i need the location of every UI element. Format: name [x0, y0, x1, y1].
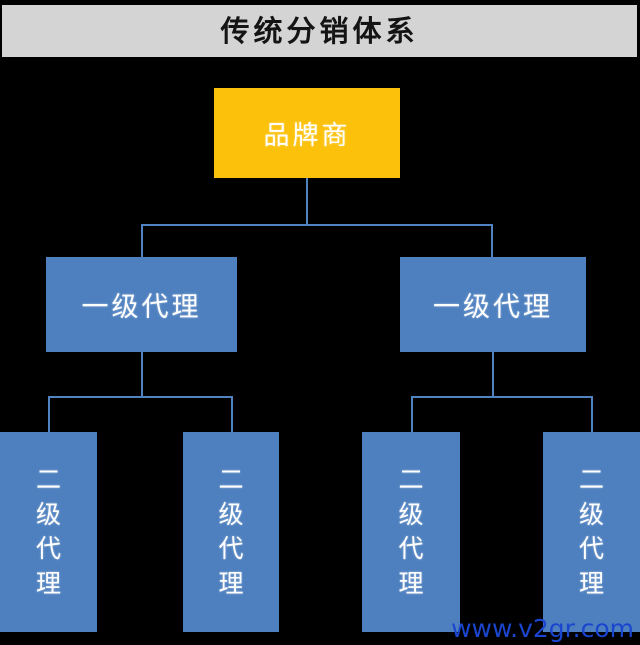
connector-level1-bus	[141, 224, 493, 226]
node-tier2-agent-3[interactable]: 二 级 代 理	[362, 432, 460, 632]
node-tier2-agent-4-char-3: 代	[578, 534, 604, 563]
node-tier2-agent-1-char-3: 代	[35, 534, 61, 563]
node-tier2-agent-4-char-4: 理	[578, 568, 604, 598]
title-banner: 传统分销体系	[2, 5, 637, 57]
node-tier2-agent-2-char-4: 理	[218, 568, 244, 598]
page-title: 传统分销体系	[220, 13, 419, 48]
node-tier2-agent-1-char-1: 二	[35, 465, 61, 494]
node-tier2-agent-4-char-1: 二	[578, 465, 604, 494]
connector-tier2-right-bus	[411, 396, 593, 398]
node-tier2-agent-3-char-3: 代	[398, 534, 424, 563]
node-tier2-agent-3-label: 二 级 代 理	[398, 463, 423, 601]
node-tier2-agent-4-char-2: 级	[578, 499, 604, 529]
node-tier1-agent-left-label: 一级代理	[81, 292, 202, 323]
node-tier2-agent-1-char-4: 理	[35, 568, 61, 598]
node-brand-owner[interactable]: 品牌商	[214, 88, 400, 178]
node-tier2-agent-2-char-3: 代	[218, 534, 244, 563]
watermark: www.v2gr.com	[451, 614, 634, 643]
node-tier2-agent-2-char-1: 二	[218, 465, 244, 494]
connector-tier1-right-stem	[492, 352, 494, 398]
node-tier2-agent-1-char-2: 级	[35, 499, 61, 529]
node-tier2-agent-2-char-2: 级	[218, 499, 244, 529]
connector-tier1-left-stem	[141, 352, 143, 398]
node-tier2-agent-1[interactable]: 二 级 代 理	[0, 432, 97, 632]
node-tier2-agent-2-label: 二 级 代 理	[218, 463, 243, 601]
connector-tier2-drop-4	[591, 396, 593, 432]
connector-level1-drop-left	[141, 224, 143, 258]
connector-root-stem	[306, 178, 308, 226]
node-tier1-agent-left[interactable]: 一级代理	[46, 257, 237, 352]
node-tier2-agent-3-char-4: 理	[398, 568, 424, 598]
node-tier2-agent-2[interactable]: 二 级 代 理	[183, 432, 279, 632]
node-brand-owner-label: 品牌商	[263, 120, 351, 151]
node-tier2-agent-3-char-2: 级	[398, 499, 424, 529]
connector-tier2-left-bus	[48, 396, 233, 398]
node-tier1-agent-right[interactable]: 一级代理	[400, 257, 586, 352]
connector-level1-drop-right	[491, 224, 493, 258]
node-tier2-agent-4[interactable]: 二 级 代 理	[543, 432, 640, 632]
node-tier1-agent-right-label: 一级代理	[433, 292, 553, 323]
connector-tier2-drop-2	[231, 396, 233, 432]
node-tier2-agent-1-label: 二 级 代 理	[36, 463, 61, 601]
connector-tier2-drop-1	[48, 396, 50, 432]
node-tier2-agent-4-label: 二 级 代 理	[579, 463, 604, 601]
node-tier2-agent-3-char-1: 二	[398, 465, 424, 494]
connector-tier2-drop-3	[411, 396, 413, 432]
